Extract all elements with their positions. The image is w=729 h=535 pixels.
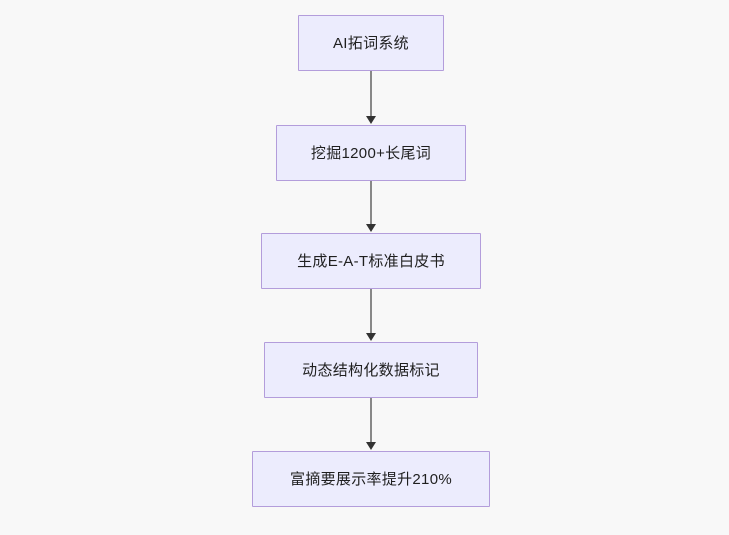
connector-line-2: [370, 181, 372, 225]
flow-node-label: 动态结构化数据标记: [302, 361, 440, 379]
arrowhead-1: [365, 116, 376, 124]
flow-node-rich-snippet-impression-lift[interactable]: 富摘要展示率提升210%: [252, 451, 490, 507]
arrowhead-4: [365, 442, 376, 450]
flow-node-generate-eat-whitepaper[interactable]: 生成E-A-T标准白皮书: [261, 233, 481, 289]
flow-node-ai-keyword-system[interactable]: AI拓词系统: [298, 15, 444, 71]
connector-line-4: [370, 398, 372, 443]
connector-line-1: [370, 71, 372, 117]
flow-node-label: AI拓词系统: [333, 34, 409, 52]
flow-node-dynamic-structured-data-markup[interactable]: 动态结构化数据标记: [264, 342, 478, 398]
arrowhead-2: [365, 224, 376, 232]
flow-node-label: 富摘要展示率提升210%: [290, 470, 452, 488]
flow-node-label: 挖掘1200+长尾词: [310, 144, 432, 162]
connector-line-3: [370, 289, 372, 334]
arrowhead-3: [365, 333, 376, 341]
flow-node-label: 生成E-A-T标准白皮书: [297, 252, 445, 270]
flow-node-mine-longtail-keywords[interactable]: 挖掘1200+长尾词: [276, 125, 466, 181]
